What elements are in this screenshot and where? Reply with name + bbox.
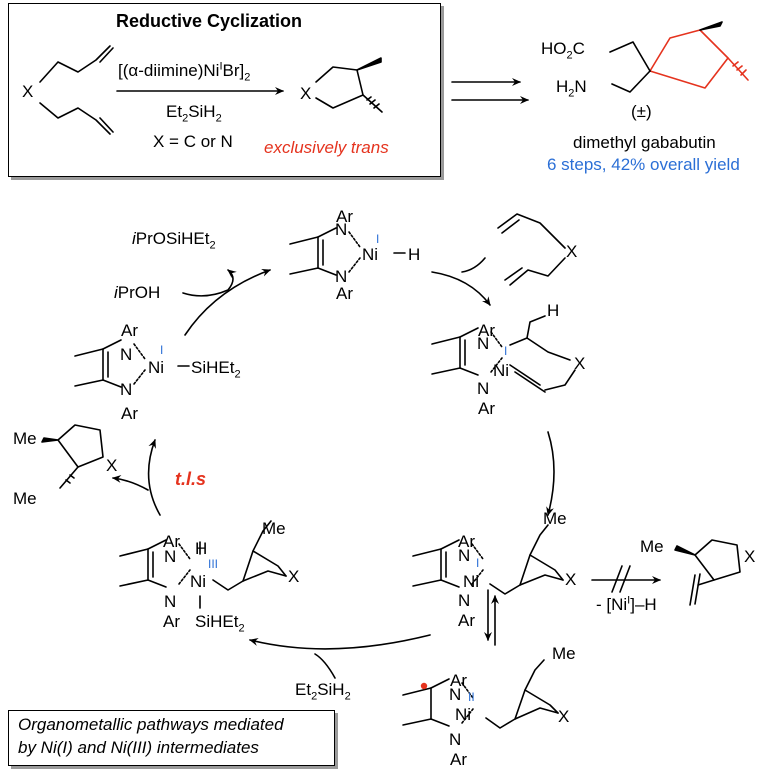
oxidation-state-ii: II <box>468 690 475 704</box>
reductive-elimination-arrow <box>147 439 161 516</box>
ar-top-label: Ar <box>163 532 180 551</box>
ar-top-label: Ar <box>336 207 353 226</box>
ni-label: Ni <box>493 361 510 380</box>
methyl-label: Me <box>262 519 286 538</box>
x-atom-label: X <box>288 567 300 586</box>
n-label: N <box>449 685 462 704</box>
ni-iii-complex <box>119 520 287 609</box>
diene-substrate-structure <box>39 45 114 135</box>
x-atom-label: X <box>106 456 118 475</box>
turnover-limiting-step-label: t.l.s <box>175 469 207 489</box>
methyl-label: Me <box>13 489 37 508</box>
reductive-cyclization-box <box>8 3 441 177</box>
n-label: N <box>164 592 177 611</box>
oxidation-state-i: I <box>160 343 164 357</box>
caption-line-1: Organometallic pathways mediated <box>18 715 284 734</box>
insertion-arrow <box>431 271 491 306</box>
n-label: N <box>477 379 490 398</box>
n-label: N <box>458 546 471 565</box>
isopropoxysilane-label: iPrOSiHEt2 <box>132 229 216 252</box>
amine-group-label: H2N <box>556 77 587 100</box>
hydride-label: H <box>195 539 208 558</box>
ar-bottom-label: Ar <box>458 611 475 630</box>
cyclization-step-arrow <box>546 431 555 516</box>
ni-label: Ni <box>362 245 379 264</box>
diene-entry-curve <box>461 257 486 273</box>
ar-bottom-label: Ar <box>478 399 495 418</box>
n-label: N <box>164 547 177 566</box>
hydride-label: H <box>408 245 421 264</box>
ni-silyl-complex <box>74 339 190 388</box>
x-atom-label: X <box>558 707 570 726</box>
diene-reactant-structure <box>497 213 566 286</box>
x-atom-label: X <box>565 570 577 589</box>
caption-line-2: by Ni(I) and Ni(III) intermediates <box>18 738 259 757</box>
radical-dot <box>420 682 428 690</box>
methyl-label: Me <box>13 429 37 448</box>
ar-bottom-label: Ar <box>450 750 467 769</box>
selectivity-note: exclusively trans <box>264 138 389 157</box>
silyl-label: SiHEt2 <box>195 612 245 635</box>
silane-entry-curve <box>314 653 336 679</box>
ring-x-label: X <box>300 84 312 103</box>
silane-reagent-label: Et2SiH2 <box>166 102 222 125</box>
ar-bottom-label: Ar <box>163 612 180 631</box>
x-atom-label: X <box>22 82 34 101</box>
yield-summary: 6 steps, 42% overall yield <box>547 155 740 174</box>
ni-alkyl-complex <box>412 524 564 595</box>
exocyclic-alkene-structure <box>674 539 741 606</box>
product-name: dimethyl gababutin <box>573 133 716 152</box>
n-label: N <box>449 730 462 749</box>
oxidative-addition-arrow <box>249 634 431 650</box>
ni-alkene-complex <box>431 315 576 393</box>
methyl-label: Me <box>640 537 664 556</box>
ni-label: Ni <box>148 358 165 377</box>
box-title: Reductive Cyclization <box>116 11 303 31</box>
x-atom-label: X <box>744 547 756 566</box>
diene-x-label: X <box>566 242 578 261</box>
ni-label: Ni <box>463 572 480 591</box>
ni-hydride-complex <box>289 227 406 276</box>
ni-ii-radical-complex <box>402 659 559 729</box>
n-label: N <box>458 591 471 610</box>
isopropanol-label: iPrOH <box>114 283 161 302</box>
ar-top-label: Ar <box>121 321 138 340</box>
n-label: N <box>335 220 348 239</box>
cyclized-product-structure <box>41 424 104 489</box>
ni-label: Ni <box>455 705 472 724</box>
acid-group-label: HO2C <box>541 39 585 62</box>
ar-top-label: Ar <box>478 321 495 340</box>
ni-label: Ni <box>190 572 207 591</box>
n-label: N <box>120 380 133 399</box>
iproh-exchange-arrow <box>182 269 237 297</box>
oxidation-state-iii: III <box>208 557 219 571</box>
oxidation-state-i: I <box>476 556 480 570</box>
methyl-label: Me <box>552 644 576 663</box>
product-release-arrow <box>112 474 149 491</box>
silane-exchange-arrow <box>184 268 271 336</box>
ar-top-label: Ar <box>450 671 467 690</box>
n-label: N <box>120 345 133 364</box>
caption-box <box>8 710 335 766</box>
methyl-label: Me <box>543 509 567 528</box>
x-definition: X = C or N <box>153 132 233 151</box>
catalyst-label: [(α-diimine)NiIBr]2 <box>118 60 251 84</box>
x-atom-label: X <box>574 354 586 373</box>
ar-bottom-label: Ar <box>121 404 138 423</box>
oxidation-state-i: I <box>376 232 380 246</box>
n-label: N <box>335 267 348 286</box>
hydride-label: H <box>547 301 560 320</box>
silane-reagent-label: Et2SiH2 <box>295 680 351 703</box>
silyl-label: SiHEt2 <box>191 358 241 381</box>
ar-top-label: Ar <box>458 532 475 551</box>
racemic-label: (±) <box>631 102 652 121</box>
trans-dimethyl-ring-structure <box>315 57 383 113</box>
gababutin-structure <box>609 21 749 93</box>
elimination-label: - [NiI]–H <box>596 594 657 614</box>
n-label: N <box>477 334 490 353</box>
ar-bottom-label: Ar <box>336 284 353 303</box>
oxidation-state-i: I <box>504 344 508 358</box>
